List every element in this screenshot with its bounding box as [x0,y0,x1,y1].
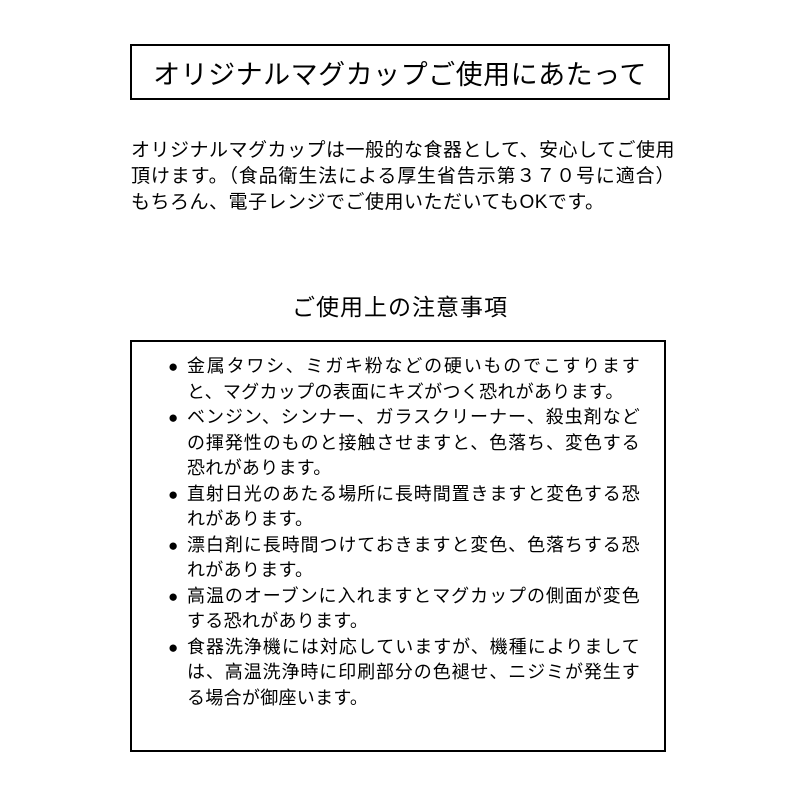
caution-item: ● 高温のオーブンに入れますとマグカップの側面が変色する恐れがあります。 [168,584,640,635]
caution-text: 金属タワシ、ミガキ粉などの硬いものでこすりますと、マグカップの表面にキズがつく恐… [187,356,640,402]
bullet-icon: ● [168,484,179,504]
page-title: オリジナルマグカップご使用にあたって [153,59,647,90]
caution-text: ベンジン、シンナー、ガラスクリーナー、殺虫剤などの揮発性のものと接触させますと、… [187,407,640,478]
caution-text: 食器洗浄機には対応していますが、機種によりましては、高温洗浄時に印刷部分の色褪せ… [187,636,640,708]
title-box: オリジナルマグカップご使用にあたって [130,44,670,100]
caution-text: 直射日光のあたる場所に長時間置きますと変色する恐れがあります。 [187,483,640,530]
caution-item: ● 直射日光のあたる場所に長時間置きますと変色する恐れがあります。 [168,482,640,533]
caution-text: 漂白剤に長時間つけておきますと変色、色落ちする恐れがあります。 [187,534,640,581]
caution-item: ● 食器洗浄機には対応していますが、機種によりましては、高温洗浄時に印刷部分の色… [168,635,640,712]
bullet-icon: ● [168,637,179,657]
bullet-icon: ● [168,357,179,376]
bullet-icon: ● [168,535,179,555]
intro-paragraph: オリジナルマグカップは一般的な食器として、安心してご使用頂けます。（食品衛生法に… [131,140,675,213]
bullet-icon: ● [168,408,179,427]
section-heading: ご使用上の注意事項 [292,294,508,320]
caution-box: ● 金属タワシ、ミガキ粉などの硬いものでこすりますと、マグカップの表面にキズがつ… [130,340,666,752]
caution-item: ● 金属タワシ、ミガキ粉などの硬いものでこすりますと、マグカップの表面にキズがつ… [168,354,640,405]
caution-text: 高温のオーブンに入れますとマグカップの側面が変色する恐れがあります。 [187,585,640,632]
caution-item: ● ベンジン、シンナー、ガラスクリーナー、殺虫剤などの揮発性のものと接触させます… [168,405,640,482]
caution-item: ● 漂白剤に長時間つけておきますと変色、色落ちする恐れがあります。 [168,533,640,584]
bullet-icon: ● [168,586,179,606]
